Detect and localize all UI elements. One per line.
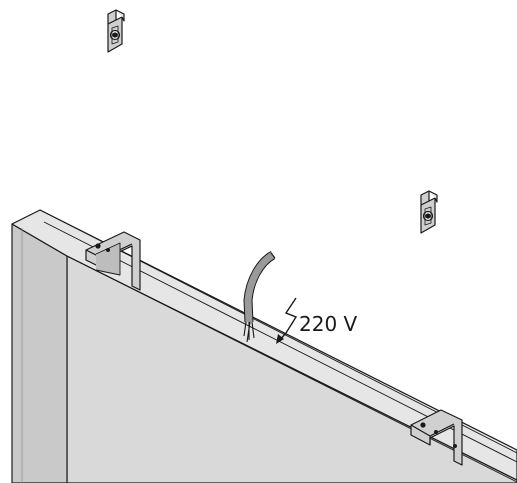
- voltage-label: 220 V: [299, 312, 358, 336]
- lightning-bolt-icon: [284, 297, 298, 334]
- arrow-icon: [276, 332, 287, 344]
- panel-hook-right: [410, 409, 463, 466]
- panel-side-face: [11, 223, 68, 483]
- wall-bracket-left: [107, 9, 125, 53]
- wall-bracket-right: [420, 190, 438, 234]
- panel-hook-left: [85, 231, 141, 291]
- power-cable: [243, 251, 276, 343]
